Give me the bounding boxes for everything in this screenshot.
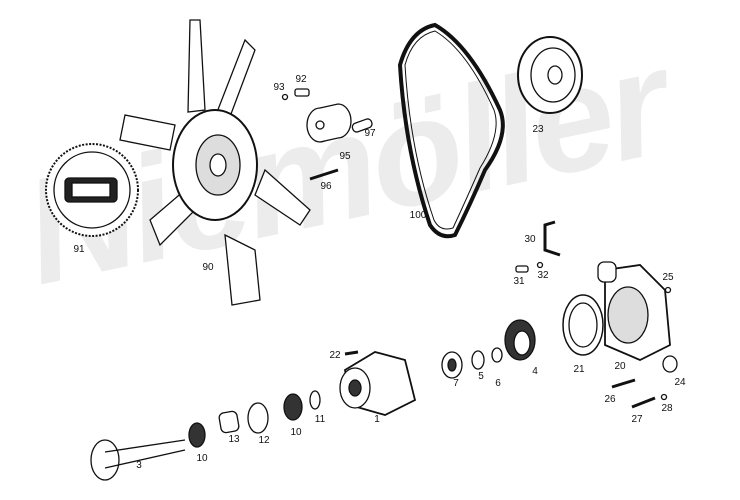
part-pump-body: [339, 351, 417, 416]
callout: 20: [614, 361, 626, 372]
callout: 32: [537, 270, 549, 281]
callout: 31: [513, 276, 525, 287]
callout: 97: [364, 128, 376, 139]
part-pipe: [543, 220, 561, 257]
callout: 10: [290, 427, 302, 438]
callout: 4: [532, 366, 538, 377]
callout: 96: [320, 181, 332, 192]
callout: 90: [202, 262, 214, 273]
callout: 27: [631, 414, 643, 425]
callout: 6: [495, 378, 501, 389]
callout: 5: [478, 371, 484, 382]
callout: 100: [409, 210, 427, 221]
callout: 12: [258, 435, 270, 446]
part-spacer-hardware: [281, 88, 373, 181]
callout: 10: [196, 453, 208, 464]
callout: 21: [573, 364, 585, 375]
part-gasket: [562, 294, 604, 356]
callout: 24: [674, 377, 686, 388]
callout: 23: [532, 124, 544, 135]
part-belt: [397, 22, 505, 239]
callout: 22: [329, 350, 341, 361]
callout: 7: [453, 378, 459, 389]
callout: 3: [136, 460, 142, 471]
part-fan: [119, 19, 311, 306]
callout: 28: [661, 403, 673, 414]
callout: 30: [524, 234, 536, 245]
callout: 95: [339, 151, 351, 162]
callout: 11: [314, 414, 326, 425]
callout: 25: [662, 272, 674, 283]
part-housing: [597, 261, 672, 361]
part-pulley: [517, 36, 583, 114]
part-fan-clutch: [45, 143, 139, 237]
callout: 1: [374, 414, 380, 425]
callout: 91: [73, 244, 85, 255]
callout: 93: [273, 82, 285, 93]
callout: 26: [604, 394, 616, 405]
callout: 13: [228, 434, 240, 445]
callout: 92: [295, 74, 307, 85]
